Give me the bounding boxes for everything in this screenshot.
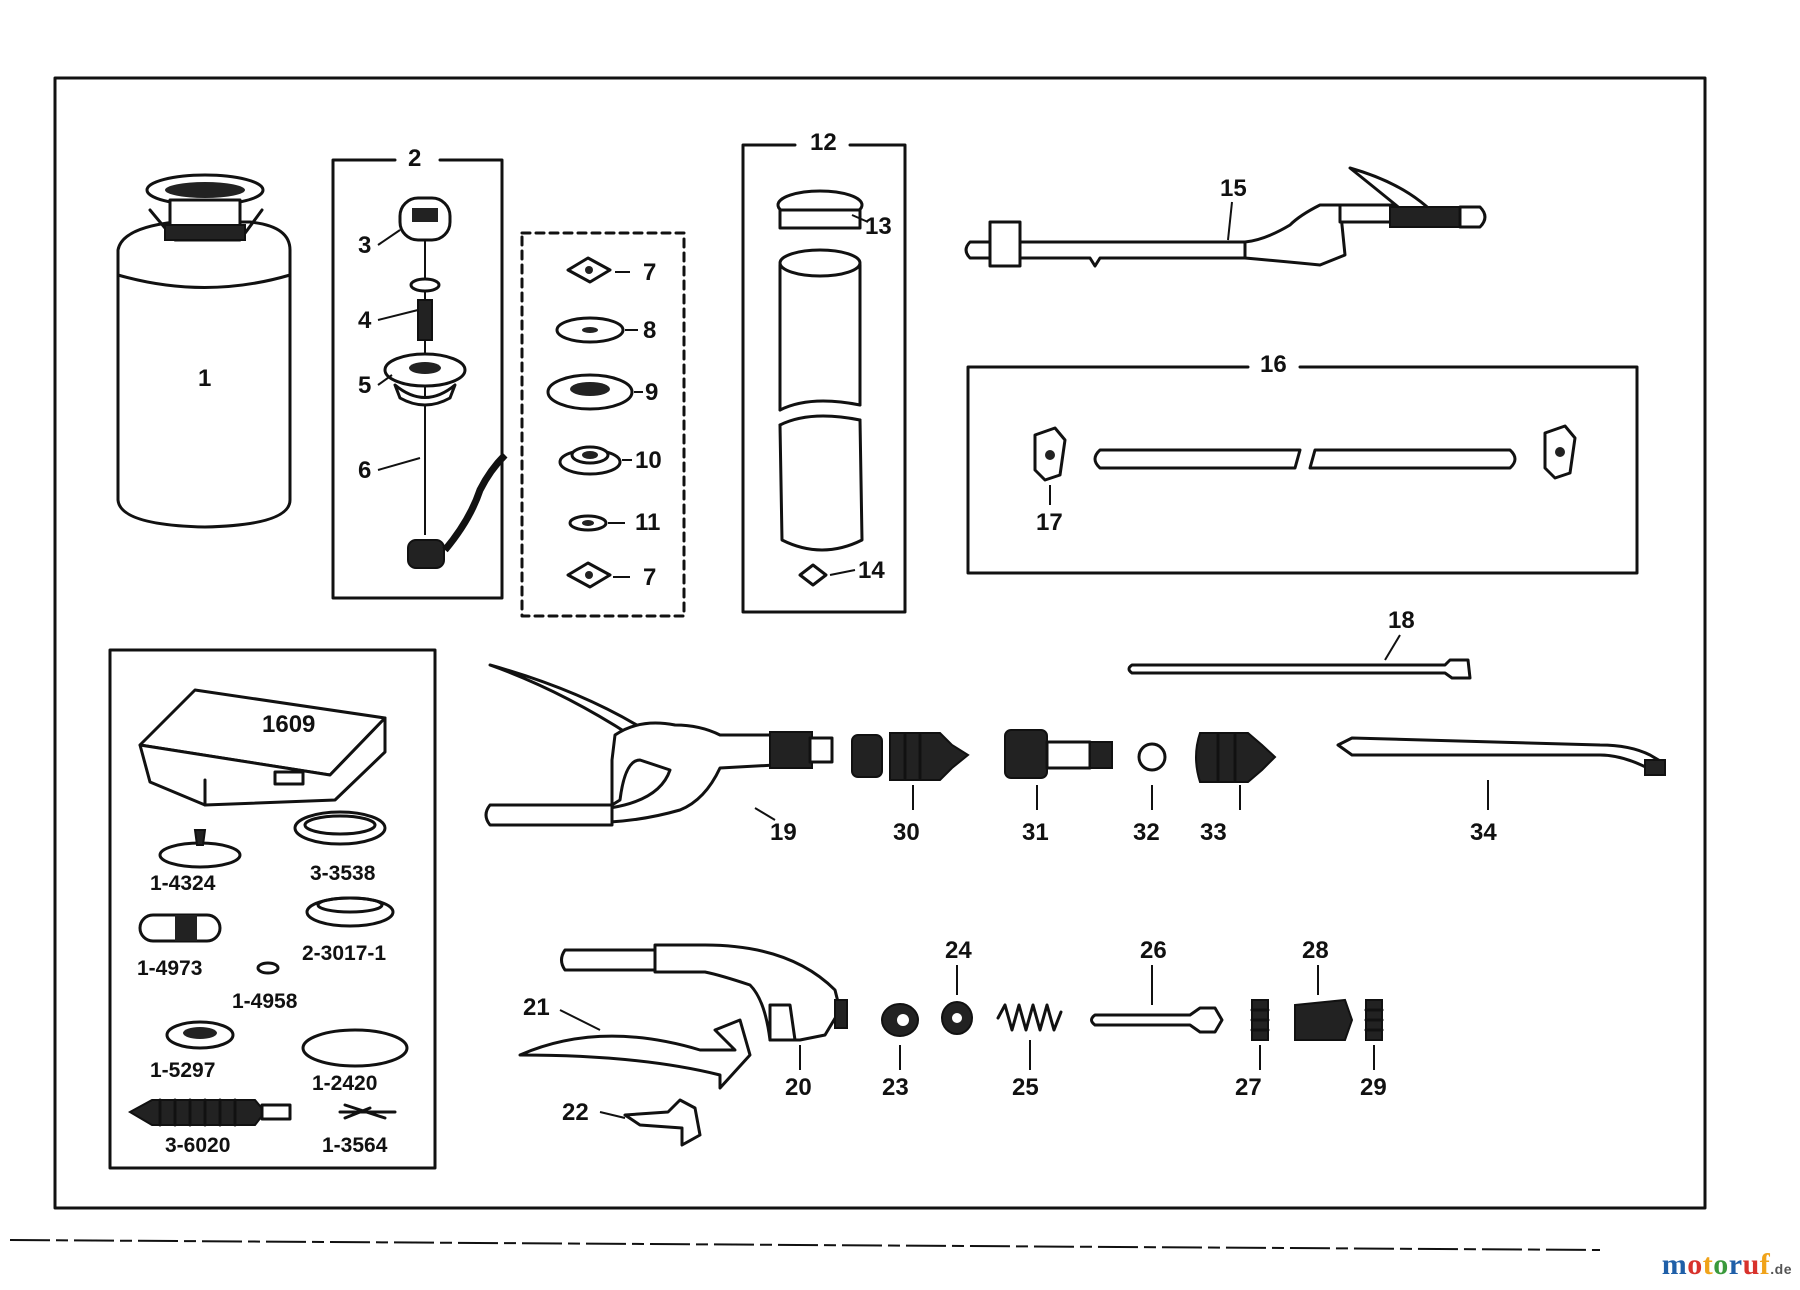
part-15-lance-drawing [964, 166, 1487, 268]
label-part-21: 21 [523, 994, 550, 1021]
kit-label-1-5297: 1-5297 [150, 1059, 215, 1082]
kit-label-2-3017-1: 2-3017-1 [302, 942, 386, 965]
watermark-domain: .de [1770, 1261, 1792, 1277]
label-part-12: 12 [810, 129, 837, 156]
label-part-1: 1 [198, 365, 211, 392]
part-12-cylinder-drawing [776, 189, 864, 587]
label-part-11: 11 [635, 509, 660, 536]
label-part-34: 34 [1470, 819, 1497, 846]
label-part-15: 15 [1220, 175, 1247, 202]
label-part-3: 3 [358, 232, 371, 259]
label-part-18: 18 [1388, 607, 1415, 634]
motoruf-watermark-logo: motoruf.de [1662, 1248, 1792, 1282]
watermark-letters: motoruf [1662, 1248, 1771, 1281]
kit-case-drawing [138, 688, 387, 807]
label-part-32: 32 [1133, 819, 1160, 846]
kit-label-1-4973: 1-4973 [137, 957, 202, 980]
label-part-17: 17 [1036, 509, 1063, 536]
label-part-30: 30 [893, 819, 920, 846]
kit-label-1-4958: 1-4958 [232, 990, 298, 1013]
label-part-28: 28 [1302, 937, 1329, 964]
part-1-tank [116, 173, 292, 529]
kit-label-1-2420: 1-2420 [312, 1072, 377, 1095]
diagram-frame [53, 76, 1707, 1210]
part-27-drawing [1250, 999, 1270, 1041]
label-part-22: 22 [562, 1099, 589, 1126]
label-part-33: 33 [1200, 819, 1227, 846]
label-part-4: 4 [358, 307, 372, 334]
part-23-drawing [881, 1003, 919, 1037]
kit-case-label: 1609 [262, 711, 315, 738]
watermark-letter: u [1742, 1248, 1760, 1281]
watermark-letter: o [1713, 1248, 1729, 1281]
label-part-19: 19 [770, 819, 797, 846]
valve-kit-box [520, 231, 686, 618]
valve-kit-drawing [546, 256, 634, 589]
kit-label-3-3538: 3-3538 [310, 862, 376, 885]
label-part-31: 31 [1022, 819, 1049, 846]
kit-spares-drawing [127, 810, 409, 1127]
label-part-29: 29 [1360, 1074, 1387, 1101]
part-2-pump-box [331, 158, 504, 600]
watermark-letter: t [1702, 1248, 1714, 1281]
part-34-lance-drawing [1336, 736, 1666, 776]
label-part-27: 27 [1235, 1074, 1262, 1101]
label-part-25: 25 [1012, 1074, 1039, 1101]
kit-label-3-6020: 3-6020 [165, 1134, 230, 1157]
watermark-letter: f [1759, 1248, 1771, 1281]
kit-label-1-3564: 1-3564 [322, 1134, 388, 1157]
kit-frame [108, 648, 437, 1170]
bottom-rule [9, 1239, 1601, 1251]
part-21-blade-drawing [518, 1018, 752, 1090]
label-part-2: 2 [408, 145, 421, 172]
part-19-handle-drawing [484, 663, 834, 827]
part-12-box [741, 143, 907, 614]
watermark-letter: o [1687, 1248, 1703, 1281]
label-part-24: 24 [945, 937, 972, 964]
part-28-drawing [1294, 998, 1354, 1041]
part-20-handle-drawing [560, 943, 848, 1042]
label-part-10: 10 [635, 447, 662, 474]
part-18-rod-drawing [1127, 658, 1472, 680]
watermark-letter: m [1661, 1248, 1688, 1281]
kit-label-1-4324: 1-4324 [150, 872, 216, 895]
label-part-13: 13 [865, 213, 892, 240]
label-part-8: 8 [643, 317, 656, 344]
part-22-clip-drawing [623, 1098, 702, 1147]
part-32-drawing [1137, 742, 1167, 772]
label-part-7b: 7 [643, 564, 656, 591]
part-16-extension-drawing [1033, 424, 1577, 482]
watermark-letter: r [1728, 1248, 1743, 1281]
label-part-7a: 7 [643, 259, 656, 286]
part-25-spring-drawing [996, 1003, 1063, 1032]
label-part-26: 26 [1140, 937, 1167, 964]
label-part-6: 6 [358, 457, 371, 484]
label-part-16: 16 [1260, 351, 1287, 378]
part-26-pin-drawing [1090, 1006, 1224, 1034]
part-24-drawing [941, 1001, 973, 1035]
part-31-drawing [1004, 729, 1113, 779]
part-33-drawing [1195, 732, 1277, 783]
part-2-pump-drawing [383, 196, 508, 569]
part-30-drawing [851, 732, 970, 781]
label-part-23: 23 [882, 1074, 909, 1101]
label-part-20: 20 [785, 1074, 812, 1101]
label-part-14: 14 [858, 557, 885, 584]
label-part-9: 9 [645, 379, 658, 406]
part-16-box [966, 365, 1639, 575]
part-29-drawing [1364, 999, 1384, 1041]
label-part-5: 5 [358, 372, 371, 399]
